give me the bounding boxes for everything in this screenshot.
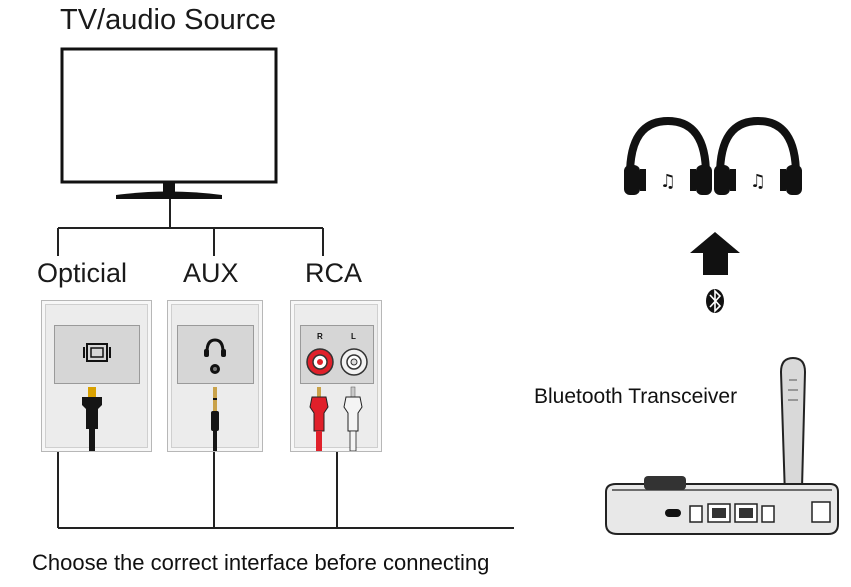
rca-interface-panel: R L: [290, 300, 382, 452]
headphones-icon: ♫: [714, 116, 802, 195]
aux-interface-panel: [167, 300, 263, 452]
rca-port-plate: R L: [300, 325, 374, 384]
optical-port-icon: [83, 343, 111, 362]
bluetooth-transceiver-device: [605, 356, 839, 535]
interface-label-rca: RCA: [305, 258, 363, 288]
tv-icon: [60, 47, 278, 199]
svg-text:♫: ♫: [660, 171, 676, 192]
optical-port-plate: [54, 325, 140, 384]
bluetooth-icon: [706, 289, 724, 313]
headphones-icon: ♫: [624, 116, 712, 195]
interface-label-optical: Opticial: [37, 258, 128, 288]
optical-interface-panel: [41, 300, 152, 452]
source-wiring: [57, 199, 324, 256]
rca-jack-icon: [306, 348, 368, 376]
bluetooth-transceiver-label: Bluetooth Transceiver: [534, 385, 738, 408]
output-wiring: [57, 451, 514, 529]
aux-port-plate: [177, 325, 254, 384]
interface-label-aux: AUX: [183, 258, 239, 288]
arrow-up-icon: [690, 232, 740, 275]
source-title: TV/audio Source: [60, 4, 277, 36]
headphone-jack-icon: [204, 338, 226, 374]
svg-text:♫: ♫: [750, 171, 766, 192]
rca-channel-right-label: R: [317, 332, 323, 341]
instruction-caption: Choose the correct interface before conn…: [32, 550, 490, 575]
rca-channel-left-label: L: [351, 332, 356, 341]
